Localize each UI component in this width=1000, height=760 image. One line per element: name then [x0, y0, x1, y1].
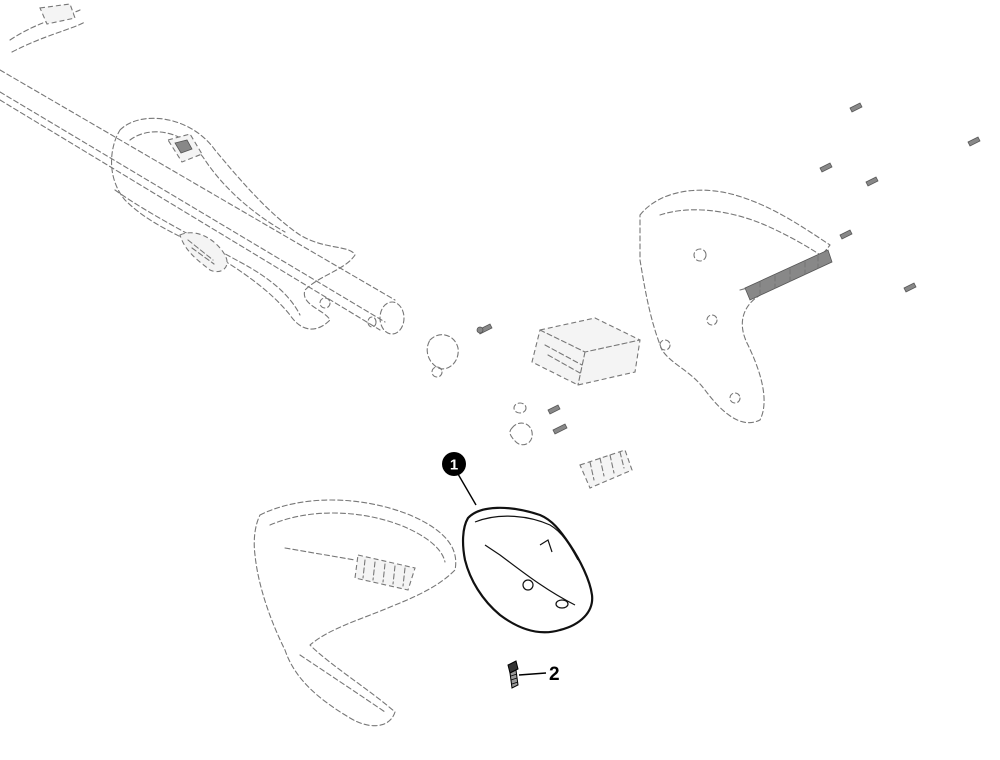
callout-1-label: 1: [450, 457, 458, 474]
ghost-clamp: [426, 323, 493, 378]
callout-1-badge: [442, 452, 466, 476]
callout-2: 2: [518, 664, 560, 685]
callout-2-leader: [518, 672, 547, 676]
callout-1: 1: [442, 452, 477, 506]
ghost-handle-housing: [111, 117, 356, 330]
callout-2-label: 2: [549, 664, 560, 685]
highlighted-part-screw[interactable]: [507, 660, 519, 689]
ghost-grip-handle: [253, 499, 457, 727]
ghost-shaft-handle: [0, 3, 405, 335]
ghost-control-module: [531, 317, 641, 386]
highlighted-part-cover[interactable]: [461, 506, 594, 634]
ghost-screws: [819, 102, 981, 293]
ghost-small-fittings: [509, 402, 633, 489]
callout-1-leader: [457, 473, 477, 506]
ghost-motor-housing: [639, 189, 833, 424]
